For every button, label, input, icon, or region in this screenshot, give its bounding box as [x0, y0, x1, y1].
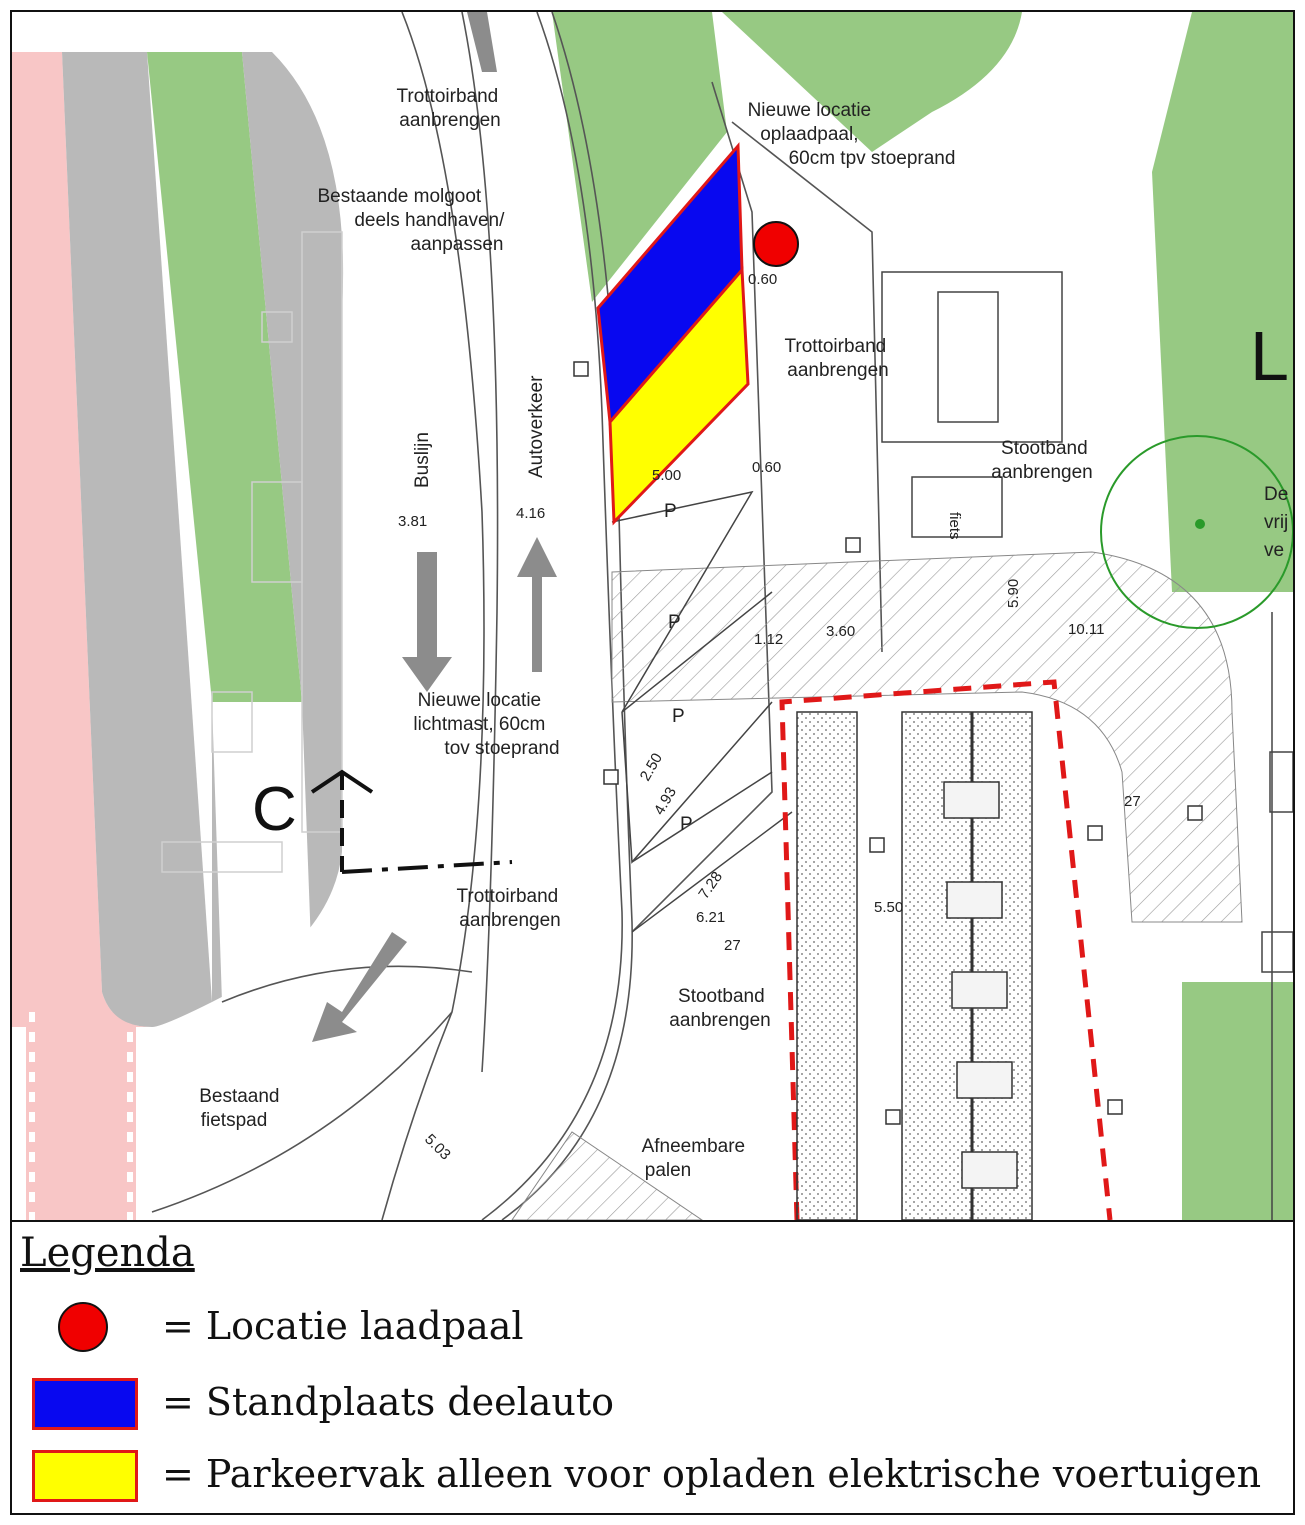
label-buslijn: Buslijn: [412, 432, 433, 488]
ev-charging-space: [608, 266, 750, 526]
dim-060-top: 0.60: [748, 271, 777, 288]
dim-112: 1.12: [754, 631, 783, 648]
gray-strip-1: [62, 52, 212, 1027]
dim-27a: 27: [724, 937, 741, 954]
green-area-bottom-right: [1182, 982, 1293, 1220]
tree-circle-icon: [1100, 435, 1293, 629]
parking-zone-boundary: [779, 679, 1113, 1220]
dim-381: 3.81: [398, 513, 427, 530]
label-nieuwe-oplaadpaal: Nieuwe locatie oplaadpaal, 60cm tpv stoe…: [748, 100, 956, 169]
label-trottoirband-3: Trottoirband aanbrengen: [456, 886, 563, 931]
parking-p-4: P: [680, 814, 693, 835]
legend-item-shared-car: = Standplaats deelauto: [12, 1374, 1282, 1434]
plan-frame: Trottoirband aanbrengen Nieuwe locatie o…: [10, 10, 1295, 1515]
legend-item-label: = Parkeervak alleen voor opladen elektri…: [162, 1452, 1262, 1496]
parking-p-2: P: [668, 612, 681, 633]
label-stootband-2: Stootband aanbrengen: [669, 986, 770, 1031]
dim-1011: 10.11: [1068, 621, 1104, 638]
label-trottoirband-1: Trottoirband aanbrengen: [396, 86, 503, 131]
label-nieuwe-lichtmast: Nieuwe locatie lichtmast, 60cm tov stoep…: [413, 690, 559, 759]
green-area-top: [552, 12, 727, 302]
legend: Legenda = Locatie laadpaal = Standplaats…: [12, 1220, 1293, 1513]
parking-p-3: P: [672, 706, 685, 727]
label-stootband-1: Stootband aanbrengen: [991, 438, 1093, 483]
red-circle-icon: [58, 1302, 108, 1352]
dim-500: 5.00: [652, 467, 681, 484]
arrow-diagonal: [312, 932, 407, 1042]
label-large-letter: L: [1250, 317, 1289, 395]
pink-road: [12, 52, 152, 1027]
dim-590: 5.90: [1005, 579, 1022, 608]
legend-item-label: = Standplaats deelauto: [162, 1380, 615, 1424]
green-area-top-right: [722, 12, 1022, 152]
label-bestaand-fietspad: Bestaand fietspad: [199, 1086, 285, 1131]
label-afneembare-palen: Afneembare palen: [642, 1136, 751, 1181]
parking-p-1: P: [664, 501, 677, 522]
hatched-paving: [611, 551, 1243, 923]
box-label: fiets: [946, 512, 963, 540]
bike-path: [26, 1012, 136, 1220]
blue-rect-icon: [32, 1378, 138, 1430]
label-trottoirband-2: Trottoirband aanbrengen: [784, 336, 891, 381]
site-plan-map: Trottoirband aanbrengen Nieuwe locatie o…: [12, 12, 1293, 1220]
dim-550: 5.50: [874, 899, 903, 916]
label-tree-note: De vrij ve: [1264, 484, 1293, 561]
label-section-marker: C: [252, 775, 297, 844]
dim-27b: 27: [1124, 793, 1141, 810]
legend-title: Legenda: [20, 1230, 195, 1276]
arrow-up: [517, 537, 557, 672]
legend-item-label: = Locatie laadpaal: [162, 1304, 524, 1348]
charging-point-icon: [753, 221, 799, 267]
dim-060-mid: 0.60: [752, 459, 781, 476]
green-strip-1: [147, 52, 302, 702]
dim-416: 4.16: [516, 505, 545, 522]
label-bestaande-molgoot: Bestaande molgoot deels handhaven/ aanpa…: [317, 186, 509, 255]
yellow-rect-icon: [32, 1450, 138, 1502]
dim-360: 3.60: [826, 623, 855, 640]
legend-item-charging: = Locatie laadpaal: [12, 1298, 1282, 1358]
dim-621: 6.21: [696, 909, 725, 926]
green-area-right: [1152, 12, 1293, 592]
arrow-down: [402, 552, 452, 692]
legend-item-ev-parking: = Parkeervak alleen voor opladen elektri…: [12, 1446, 1282, 1506]
label-autoverkeer: Autoverkeer: [526, 375, 547, 478]
